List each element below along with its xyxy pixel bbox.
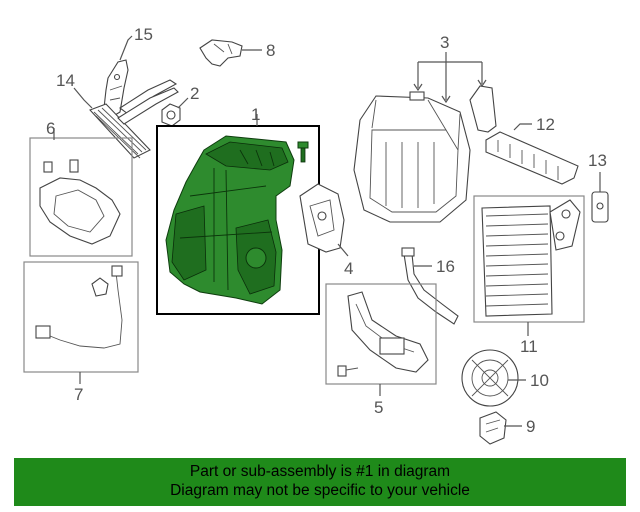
callout-10[interactable]: 10 — [530, 371, 549, 390]
info-banner: Part or sub-assembly is #1 in diagram Di… — [14, 458, 626, 506]
group-box-7 — [23, 261, 139, 373]
leader-15 — [119, 35, 133, 61]
leader-14 — [73, 87, 93, 109]
part-14-heater-core[interactable] — [89, 79, 179, 159]
group-box-5 — [325, 283, 437, 385]
callout-5[interactable]: 5 — [374, 398, 383, 417]
callout-12[interactable]: 12 — [536, 115, 555, 134]
callout-2[interactable]: 2 — [190, 84, 199, 103]
part-5-mount-bracket[interactable] — [347, 291, 429, 373]
part-2-nut[interactable] — [161, 103, 181, 127]
callout-16[interactable]: 16 — [436, 257, 455, 276]
callout-13[interactable]: 13 — [588, 151, 607, 170]
callout-4[interactable]: 4 — [344, 259, 353, 278]
leader-3-arrows — [413, 79, 487, 104]
leader-4 — [337, 243, 349, 257]
callout-7[interactable]: 7 — [74, 385, 83, 404]
part-9-resistor[interactable] — [479, 411, 507, 445]
callout-3[interactable]: 3 — [440, 33, 449, 52]
part-1-screw[interactable] — [297, 141, 309, 163]
part-7-harness[interactable] — [35, 265, 123, 349]
part-12-strip[interactable] — [485, 131, 579, 185]
callout-11[interactable]: 11 — [520, 337, 538, 356]
callout-14[interactable]: 14 — [56, 71, 75, 90]
leader-2 — [177, 97, 189, 109]
part-6-actuator[interactable] — [39, 159, 121, 245]
part-11-evaporator-core[interactable] — [481, 199, 581, 317]
part-5-screw[interactable] — [337, 365, 359, 377]
part-3-evaporator-case[interactable] — [353, 85, 497, 223]
part-1-heater-unit[interactable] — [165, 135, 295, 305]
part-16-drain-hose[interactable] — [401, 247, 459, 325]
leader-3 — [417, 52, 483, 100]
group-box-11 — [473, 195, 585, 323]
part-13-sensor[interactable] — [591, 191, 609, 223]
part-4-bracket[interactable] — [299, 183, 345, 253]
callout-9[interactable]: 9 — [526, 417, 535, 436]
callout-1[interactable]: 1 — [251, 105, 260, 124]
part-8-connector[interactable] — [199, 39, 243, 67]
callout-6[interactable]: 6 — [46, 119, 55, 138]
part-15-bracket[interactable] — [103, 59, 129, 119]
banner-line-1: Part or sub-assembly is #1 in diagram — [189, 463, 451, 480]
part-10-blower-motor[interactable] — [461, 349, 519, 407]
callout-15[interactable]: 15 — [134, 25, 153, 44]
group-box-6 — [29, 137, 133, 257]
callout-8[interactable]: 8 — [266, 41, 275, 60]
banner-line-2: Diagram may not be specific to your vehi… — [170, 482, 470, 499]
leader-12 — [513, 123, 532, 131]
parts-diagram: 15 14 2 8 6 7 — [23, 25, 609, 445]
